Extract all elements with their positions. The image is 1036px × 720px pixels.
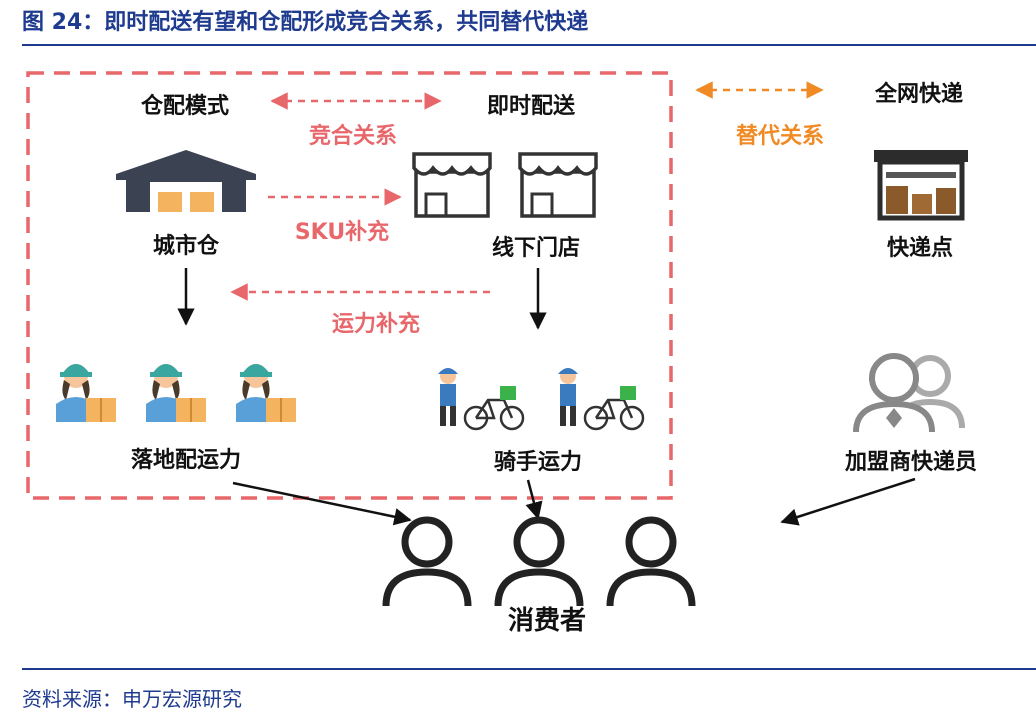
courier-icon [145, 363, 207, 423]
substitution-relation-label: 替代关系 [735, 124, 824, 149]
platform-boundary [26, 71, 673, 500]
lastmile-consumer-arrow [232, 481, 412, 526]
title-rule [22, 44, 1036, 46]
consumer-label: 消费者 [507, 606, 586, 636]
footer-rule [22, 668, 1036, 670]
figure-title: 图 24：即时配送有望和仓配形成竞合关系，共同替代快递 [22, 10, 589, 35]
last-mile-capacity-label: 落地配运力 [130, 448, 241, 473]
rider-icon [436, 366, 525, 431]
rider-consumer-arrow [525, 479, 543, 520]
express-point-icon [874, 150, 968, 221]
store-icon [412, 152, 492, 218]
source-note: 资料来源：申万宏源研究 [22, 687, 242, 711]
national-express-label: 全网快递 [874, 82, 963, 107]
sku-supplement-label: SKU补充 [294, 220, 390, 245]
consumer-icon [498, 520, 580, 606]
consumer-icon [386, 520, 468, 606]
rider-icon [556, 366, 645, 431]
rider-capacity-label: 骑手运力 [493, 450, 582, 475]
warehouse-icon [116, 150, 256, 212]
offline-store-label: 线下门店 [491, 236, 580, 261]
franchise-courier-icon [853, 353, 965, 433]
capacity-supplement-label: 运力补充 [331, 312, 420, 337]
city-warehouse-label: 城市仓 [152, 234, 219, 259]
courier-icon [55, 363, 117, 423]
competition-relation-label: 竞合关系 [308, 124, 397, 149]
warehouse-mode-label: 仓配模式 [140, 94, 229, 119]
franchise-courier-label: 加盟商快递员 [844, 450, 977, 475]
store-icon [518, 152, 598, 218]
courier-consumer-arrow [780, 477, 916, 526]
courier-icon [235, 363, 297, 423]
instant-delivery-label: 即时配送 [486, 94, 575, 119]
consumer-icon [610, 520, 692, 606]
express-point-label: 快递点 [886, 236, 953, 261]
